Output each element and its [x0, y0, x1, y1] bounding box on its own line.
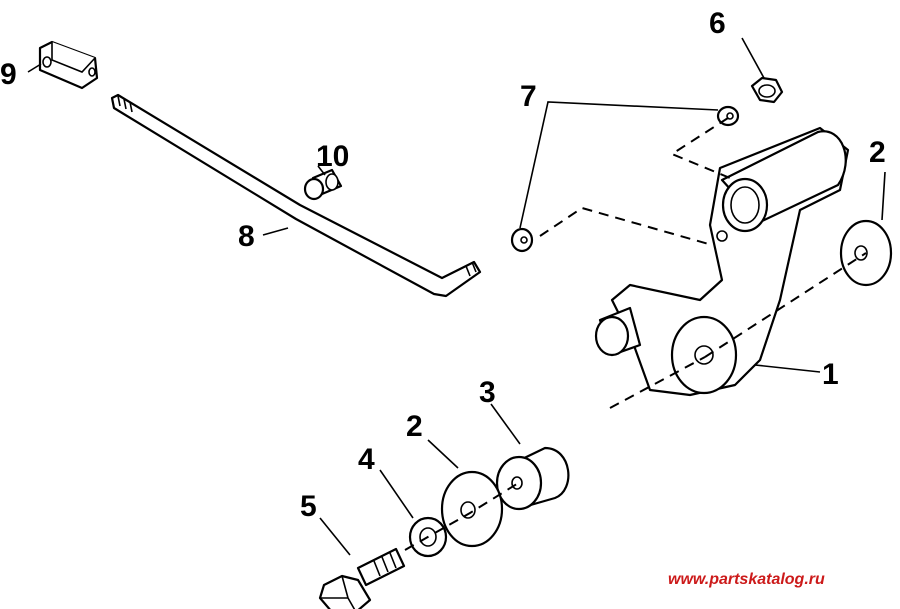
callout-4: 4 — [358, 443, 375, 476]
watermark-text: www.partskatalog.ru — [668, 571, 825, 588]
callouts: 9 8 10 6 7 2 1 3 2 4 5 — [0, 7, 886, 523]
callout-8: 8 — [238, 220, 255, 253]
callout-3: 3 — [479, 376, 496, 409]
part-3-spacer — [495, 446, 570, 511]
assembly-lines — [404, 117, 867, 551]
callout-10: 10 — [316, 140, 349, 173]
callout-2-right: 2 — [869, 136, 886, 169]
part-9-clevis — [38, 40, 99, 90]
part-5-bolt — [318, 547, 406, 609]
leader-lines — [27, 37, 886, 556]
part-2-washer-left — [440, 470, 504, 548]
part-6-nut — [750, 76, 784, 104]
part-8-rod — [110, 93, 482, 298]
callout-5: 5 — [300, 490, 317, 523]
callout-6: 6 — [709, 7, 726, 40]
part-1-lever-bracket — [594, 126, 850, 397]
callout-9: 9 — [0, 58, 17, 91]
callout-2-left: 2 — [406, 410, 423, 443]
callout-1: 1 — [822, 358, 839, 391]
part-7-washer-left — [510, 227, 534, 253]
callout-7: 7 — [520, 80, 537, 113]
part-10-bushing — [303, 168, 343, 201]
